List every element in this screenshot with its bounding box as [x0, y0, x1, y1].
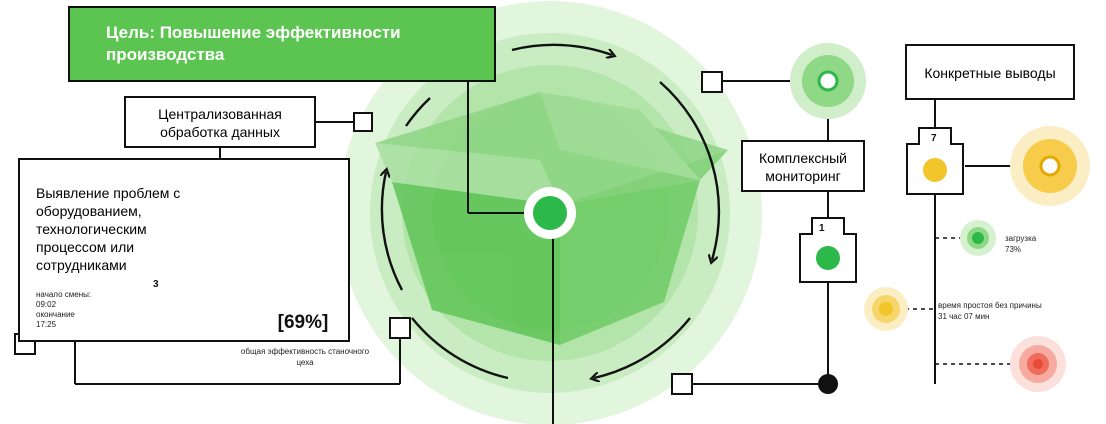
load-value: 73%: [1005, 245, 1022, 254]
cycle-arrows: [382, 43, 721, 378]
shift-end-time: 17:25: [36, 320, 57, 329]
shift-start-label: начало смены:: [36, 290, 92, 299]
conclusions-target: [1010, 126, 1090, 206]
downtime-indicator: [864, 287, 908, 331]
goal-text: Цель: Повышение эффективности производст…: [106, 23, 401, 64]
conclusions-text: Конкретные выводы: [924, 65, 1056, 81]
device-3-number: 3: [153, 279, 159, 290]
downtime-text: время простоя без причины 31 час 07 мин: [938, 301, 1042, 321]
central-target: [524, 187, 576, 239]
load-text: загрузка 73%: [1005, 233, 1036, 255]
centralized-text: Централизованная обработка данных: [158, 106, 282, 140]
shift-end-label: окончание: [36, 310, 75, 319]
shift-times: начало смены: 09:02 окончание 17:25: [36, 290, 91, 330]
device-7: [906, 127, 964, 195]
device-7-number: 7: [931, 133, 937, 144]
problems-text: Выявление проблем с оборудованием, техно…: [36, 185, 181, 273]
centralized-processing-box: Централизованная обработка данных: [124, 96, 316, 148]
alert-indicator: [1010, 336, 1066, 392]
goal-banner: Цель: Повышение эффективности производст…: [68, 6, 496, 82]
monitoring-text: Комплексный мониторинг: [759, 150, 847, 184]
monitoring-box: Комплексный мониторинг: [741, 140, 865, 192]
shift-start-time: 09:02: [36, 300, 57, 309]
conclusions-box: Конкретные выводы: [905, 44, 1075, 100]
junction-dot: [818, 374, 838, 394]
efficiency-value: [69%]: [277, 312, 329, 333]
efficiency-caption: общая эффективность станочного цеха: [240, 347, 370, 367]
box-illustration: [375, 92, 728, 345]
device-1-number: 1: [819, 223, 825, 234]
monitoring-target: [790, 43, 866, 119]
load-indicator: [960, 220, 996, 256]
problems-box: Выявление проблем с оборудованием, техно…: [18, 158, 350, 342]
device-1: [799, 217, 857, 283]
load-label: загрузка: [1005, 234, 1037, 243]
